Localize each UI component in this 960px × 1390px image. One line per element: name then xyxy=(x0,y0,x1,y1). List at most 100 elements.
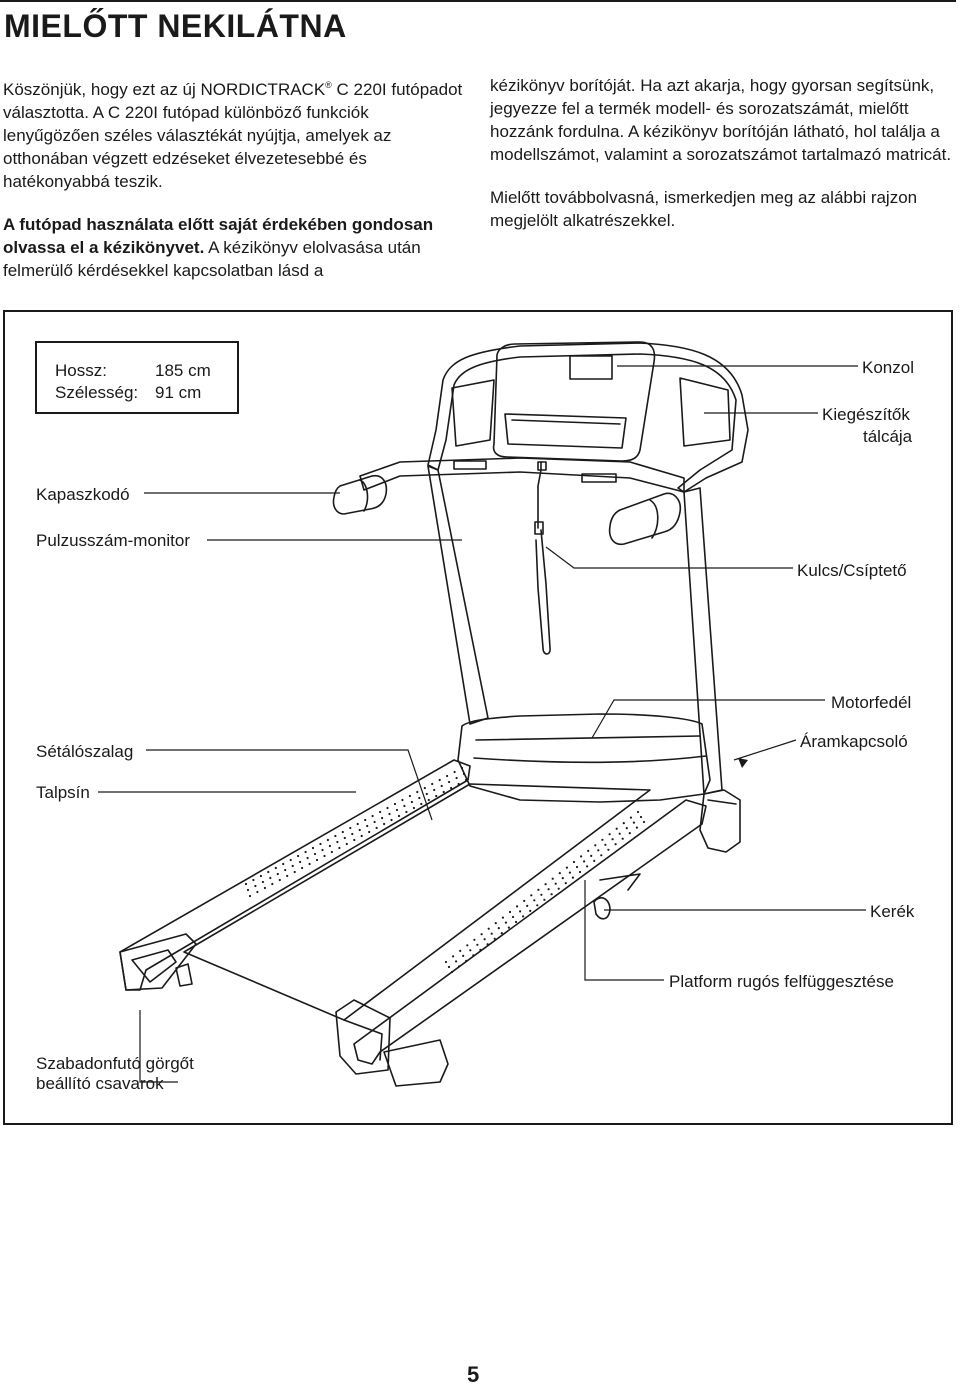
parts-intro-paragraph: Mielőtt továbbolvasná, ismerkedjen meg a… xyxy=(490,188,918,230)
rail-dot xyxy=(472,954,475,957)
left-foot-rail-dots xyxy=(244,766,468,898)
rail-dot xyxy=(558,872,561,875)
rail-dot xyxy=(500,932,503,935)
rail-dot xyxy=(578,870,582,874)
registered-mark: ® xyxy=(325,80,332,90)
rail-dot xyxy=(586,865,589,868)
rail-dot xyxy=(557,887,560,890)
console-frame xyxy=(427,342,749,493)
rail-dot xyxy=(364,818,367,822)
rail-dot xyxy=(433,788,436,792)
console-crossbar xyxy=(359,457,685,493)
intro-text: Köszönjük, hogy ezt az új NORDICTRACK xyxy=(3,80,326,99)
rail-dot xyxy=(358,828,361,832)
rail-dot xyxy=(607,848,610,851)
rail-dot xyxy=(261,880,264,884)
rail-dot xyxy=(508,910,512,914)
label-key-clip: Kulcs/Csíptető xyxy=(797,561,907,580)
rail-dot xyxy=(252,878,255,882)
warning-bold-text: A futópad használata előtt saját érdekéb… xyxy=(3,215,434,257)
page-title-bar: MIELŐTT NEKILÁTNA xyxy=(0,0,956,48)
leader-key-clip xyxy=(545,546,793,569)
rail-dot xyxy=(568,871,572,874)
rail-dot xyxy=(291,864,294,868)
warning-text: A kézikönyv elolvasása után felmerülő ké… xyxy=(3,238,421,280)
rail-dot xyxy=(543,898,546,901)
rail-dot xyxy=(507,926,510,929)
rail-dot xyxy=(297,854,300,858)
label-wheel: Kerék xyxy=(870,902,915,921)
rail-dot xyxy=(311,846,315,850)
rail-dot xyxy=(642,820,646,824)
contact-paragraph: kézikönyv borítóját. Ha azt akarja, hogy… xyxy=(490,76,952,164)
rail-dot xyxy=(379,810,382,814)
rail-dot xyxy=(514,920,518,924)
rail-dot xyxy=(306,856,309,860)
motor-hood xyxy=(457,713,711,803)
rail-dot xyxy=(448,780,451,784)
rail-dot xyxy=(490,932,493,935)
rail-dot xyxy=(621,837,624,840)
rail-dot xyxy=(635,826,639,829)
rail-dot xyxy=(254,884,257,888)
right-end-cap xyxy=(335,999,391,1075)
rail-dot xyxy=(276,872,279,876)
rail-dot xyxy=(336,840,339,844)
rail-dot xyxy=(438,778,441,782)
rail-dot xyxy=(444,960,448,964)
rail-dot xyxy=(286,874,289,878)
right-upright xyxy=(683,487,723,795)
rail-dot xyxy=(615,827,618,830)
leader-motor-hood xyxy=(591,699,825,739)
rail-dot xyxy=(462,954,465,958)
rail-dot xyxy=(625,827,628,830)
rail-dot xyxy=(629,816,633,819)
rail-dot xyxy=(523,899,526,903)
label-accessory-tray-2: tálcája xyxy=(863,427,913,446)
left-upright xyxy=(427,465,489,725)
rail-dot xyxy=(395,808,399,812)
rail-dot xyxy=(604,843,607,846)
rail-dot xyxy=(587,849,590,853)
power-switch-housing xyxy=(699,789,741,853)
rail-dot xyxy=(516,905,519,908)
rail-dot xyxy=(334,834,337,838)
label-console: Konzol xyxy=(862,358,914,377)
label-handrail: Kapaszkodó xyxy=(36,485,130,504)
rail-dot xyxy=(353,838,356,842)
rail-dot xyxy=(594,844,597,847)
rail-dot xyxy=(341,830,344,834)
rail-dot xyxy=(388,812,391,816)
rail-dot xyxy=(483,938,486,941)
rail-dot xyxy=(618,832,621,835)
dimensions-box: Hossz: 185 cm Szélesség: 91 cm xyxy=(35,341,239,414)
rail-dot xyxy=(351,832,354,836)
rail-dot xyxy=(446,774,449,778)
rail-dot xyxy=(614,843,617,846)
rail-dot xyxy=(551,877,554,880)
rail-dot xyxy=(497,927,500,930)
rail-dot xyxy=(519,910,522,913)
leader-power-switch xyxy=(733,739,797,761)
rail-dot xyxy=(457,782,460,786)
rail-dot xyxy=(360,834,363,838)
rail-dot xyxy=(575,865,579,869)
rail-dot xyxy=(453,770,456,774)
rail-dot xyxy=(480,933,483,936)
rail-dot xyxy=(368,830,371,834)
rail-dot xyxy=(271,882,274,886)
rail-dot xyxy=(533,899,536,902)
rail-dot xyxy=(397,814,401,818)
safety-key-cord xyxy=(535,461,551,655)
rail-dot xyxy=(431,782,434,786)
rail-dot xyxy=(504,921,507,924)
label-idler-bolts-2: beállító csavarok xyxy=(36,1074,164,1093)
rail-dot xyxy=(256,890,259,894)
rail-dot xyxy=(278,878,281,882)
rail-dot xyxy=(289,858,292,862)
label-accessory-tray: Kiegészítők xyxy=(822,405,910,424)
rail-dot xyxy=(390,818,393,822)
rail-dot xyxy=(403,804,406,808)
walking-belt xyxy=(183,783,651,1021)
